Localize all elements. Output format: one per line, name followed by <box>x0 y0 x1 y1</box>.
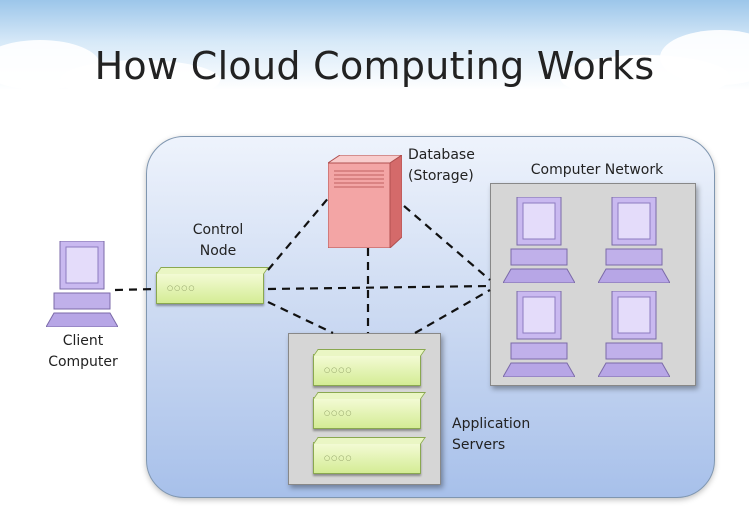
client-computer-label-line1: Client <box>62 333 104 349</box>
line-control-network <box>267 284 491 291</box>
line-client-control <box>114 287 157 292</box>
client-computer-icon <box>46 241 118 327</box>
control-node-server-icon: ○○○○ <box>156 267 269 304</box>
control-node-label-line2: Node <box>199 243 237 259</box>
control-node-label-line1: Control <box>192 222 244 238</box>
line-database-network <box>403 205 491 281</box>
database-label-line2: (Storage) <box>408 168 474 184</box>
network-computer-icon <box>503 197 575 283</box>
client-computer-label-line2: Computer <box>48 354 118 370</box>
application-servers-label-line2: Servers <box>452 437 506 453</box>
application-servers-label-line1: Application <box>452 416 531 432</box>
network-computer-icon <box>503 291 575 377</box>
network-computer-icon <box>598 291 670 377</box>
line-control-servers <box>267 301 334 334</box>
network-computer-icon <box>598 197 670 283</box>
line-control-database <box>267 195 331 271</box>
slide-title: How Cloud Computing Works <box>94 44 655 88</box>
client-computer-label: Client Computer <box>38 331 128 373</box>
database-server-icon <box>328 155 402 248</box>
cloud-decoration <box>660 30 749 85</box>
database-label: Database (Storage) <box>408 145 475 187</box>
database-label-line1: Database <box>408 147 475 163</box>
application-server-icon: ○○○○ <box>313 437 426 474</box>
control-node-label: Control Node <box>178 220 258 262</box>
sky-background <box>0 0 749 120</box>
computer-network-label: Computer Network <box>530 162 664 178</box>
line-servers-network <box>414 289 491 334</box>
cloud-decoration <box>60 60 220 100</box>
application-servers-label: Application Servers <box>452 414 530 456</box>
application-server-icon: ○○○○ <box>313 349 426 386</box>
application-server-icon: ○○○○ <box>313 392 426 429</box>
